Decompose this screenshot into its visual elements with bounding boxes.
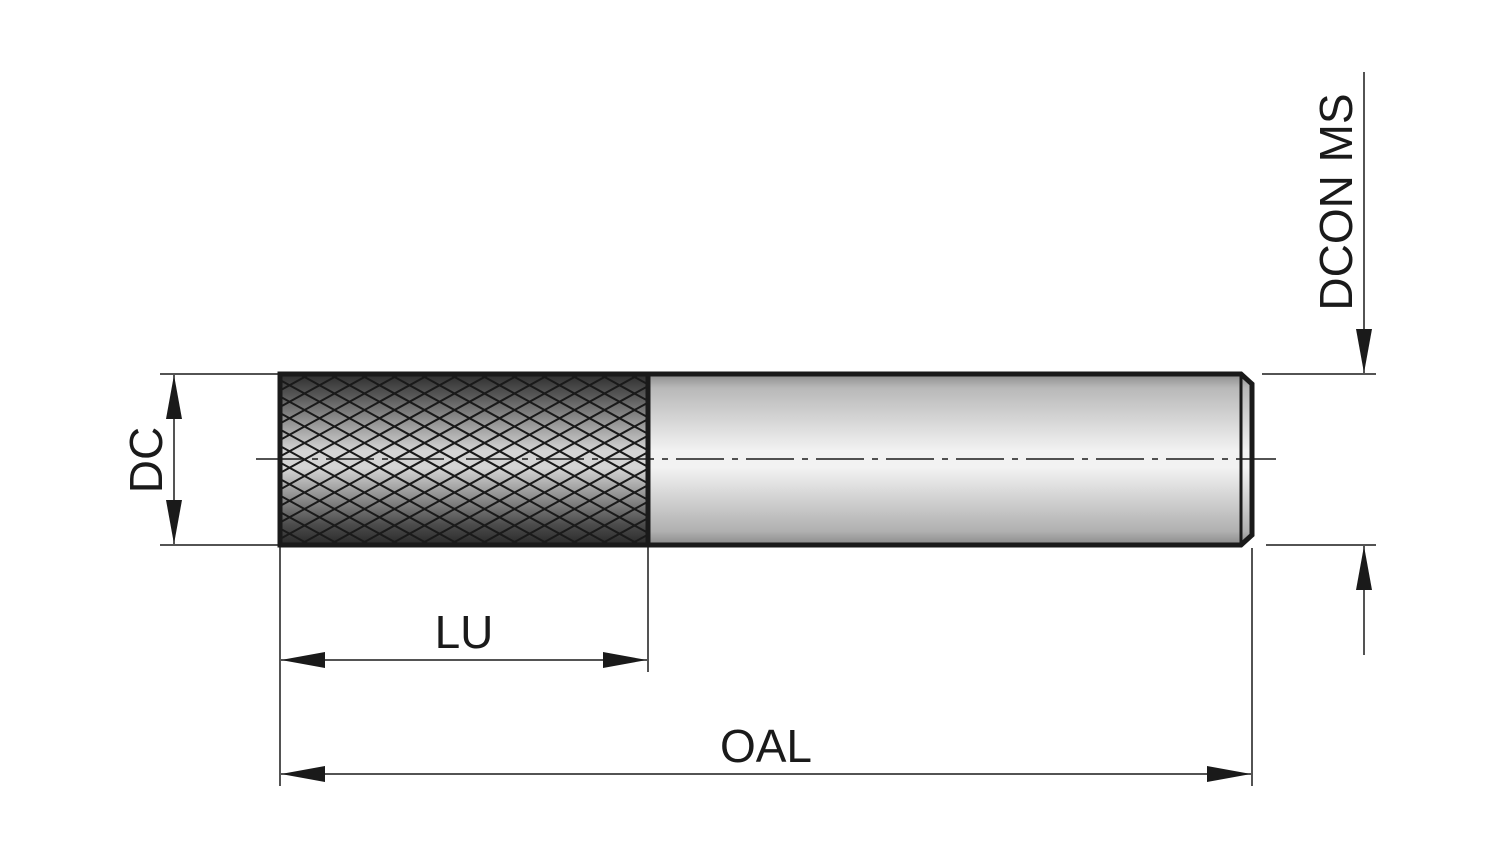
- dc-dimension: DC: [120, 373, 280, 546]
- dcon-ms-label: DCON MS: [1310, 93, 1362, 310]
- oal-dimension: OAL: [279, 548, 1253, 786]
- knurl-line: [280, 510, 341, 545]
- knurl-line: [358, 374, 648, 535]
- knurl-line: [508, 374, 648, 452]
- knurl-line: [568, 374, 648, 419]
- knurl-line: [280, 494, 371, 545]
- dcon-ms-dimension: DCON MS: [1262, 72, 1376, 655]
- shank: [645, 371, 1255, 548]
- knurl-line: [280, 374, 401, 442]
- knurl-line: [568, 500, 648, 545]
- shank-body: [645, 371, 1255, 548]
- knurl-line: [508, 467, 648, 545]
- knurl-line: [280, 477, 401, 545]
- knurled-section: [277, 371, 651, 548]
- knurl-line: [280, 374, 431, 458]
- lu-dimension: LU: [279, 545, 649, 672]
- knurl-line: [280, 374, 371, 425]
- knurl-line: [448, 374, 648, 485]
- knurl-line: [538, 483, 648, 545]
- knurl-line: [280, 374, 341, 409]
- lu-label: LU: [435, 606, 494, 658]
- oal-label: OAL: [720, 720, 812, 772]
- knurl-line: [280, 395, 551, 545]
- knurl-line: [280, 461, 431, 545]
- knurl-line: [280, 444, 461, 545]
- knurl-line: [538, 374, 648, 436]
- dc-label: DC: [120, 427, 172, 493]
